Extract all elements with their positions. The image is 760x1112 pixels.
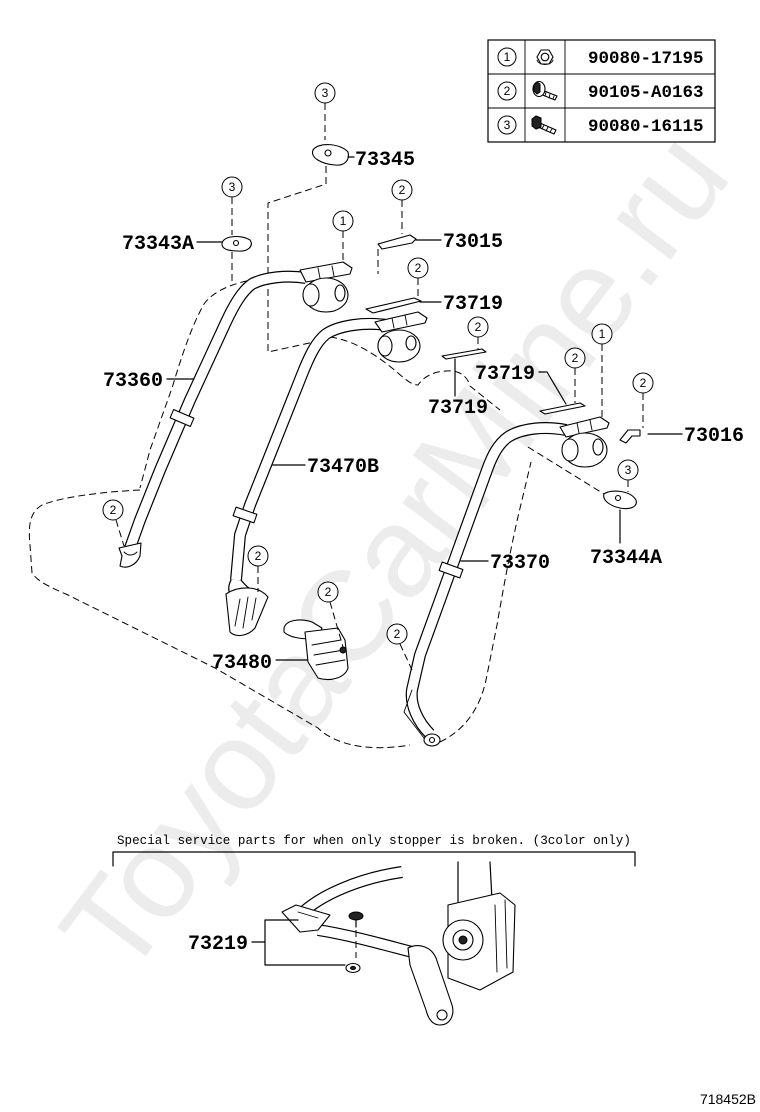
retractor-middle — [374, 311, 428, 363]
part-label: 73344A — [590, 547, 662, 570]
svg-text:1: 1 — [599, 327, 606, 341]
part-label: 73015 — [443, 231, 503, 254]
part-label: 73345 — [355, 149, 415, 172]
seat-belt-73370 — [403, 422, 568, 739]
retractor-left — [299, 261, 353, 313]
svg-text:2: 2 — [399, 183, 406, 197]
belt-anchor-73370 — [423, 733, 441, 747]
belt-anchor-73360 — [118, 542, 142, 568]
cover-73343A — [221, 235, 252, 252]
location-leader — [267, 166, 329, 353]
callout: 2 — [317, 581, 339, 603]
callout: 2 — [564, 347, 586, 369]
legend-row: 2 90105-A0163 — [497, 80, 704, 103]
svg-text:3: 3 — [504, 118, 511, 132]
bolt-with-washer-icon — [532, 80, 558, 101]
svg-text:2: 2 — [255, 549, 262, 563]
seat-belt-73470B — [230, 317, 387, 581]
bracket-73719 — [441, 348, 487, 360]
part-label: 73360 — [103, 370, 163, 393]
svg-text:2: 2 — [394, 627, 401, 641]
part-label: 73719 — [428, 397, 488, 420]
fastener-legend: 1 90080-17195 2 90105-A0163 3 — [487, 39, 716, 143]
bracket-73719 — [539, 402, 586, 415]
callout: 1 — [591, 323, 613, 345]
part-label: 73470B — [307, 456, 379, 479]
label-leader-73219 — [251, 919, 346, 966]
callout: 2 — [467, 316, 489, 338]
callout: 2 — [247, 545, 269, 567]
cover-73345 — [312, 144, 349, 166]
part-label: 73016 — [684, 425, 744, 448]
callout: 3 — [617, 459, 639, 481]
stopper-73219 — [281, 904, 364, 974]
part-label: 73219 — [188, 933, 248, 956]
inset-stopper-tongue — [407, 945, 454, 1026]
callout: 2 — [632, 372, 654, 394]
svg-text:2: 2 — [504, 84, 511, 98]
svg-text:2: 2 — [572, 351, 579, 365]
belt-stopper-clip — [232, 506, 258, 524]
legend-row: 3 90080-16115 — [497, 115, 704, 137]
callout: 2 — [407, 257, 429, 279]
part-label: 73480 — [212, 652, 272, 675]
bracket-73016 — [619, 429, 641, 444]
seat-belt-73360 — [124, 270, 307, 551]
callout: 2 — [391, 179, 413, 201]
callout: 2 — [386, 623, 408, 645]
svg-text:90080-17195: 90080-17195 — [588, 49, 704, 69]
callout: 1 — [332, 210, 354, 232]
bracket-73015 — [377, 234, 417, 250]
part-label: 73370 — [490, 552, 550, 575]
retractor-right — [559, 416, 610, 468]
service-note: Special service parts for when only stop… — [117, 834, 631, 848]
cover-73344A — [603, 490, 637, 510]
svg-text:2: 2 — [640, 376, 647, 390]
callout-leaders — [115, 103, 644, 671]
inset-retractor — [442, 861, 516, 991]
svg-text:2: 2 — [475, 320, 482, 334]
bolt-icon — [531, 115, 557, 135]
inset-bracket — [112, 851, 636, 867]
callout: 2 — [102, 499, 124, 521]
legend-row: 1 90080-17195 — [497, 47, 704, 69]
callout: 3 — [314, 82, 336, 104]
part-label: 73719 — [475, 363, 535, 386]
label-leaders — [166, 156, 683, 661]
svg-text:1: 1 — [504, 50, 511, 64]
svg-text:2: 2 — [415, 261, 422, 275]
seat-outline — [28, 278, 605, 749]
svg-text:3: 3 — [322, 86, 329, 100]
belt-stopper-clip — [169, 409, 195, 427]
svg-text:90105-A0163: 90105-A0163 — [588, 83, 704, 103]
svg-text:3: 3 — [229, 180, 236, 194]
buckle-73480 — [283, 619, 349, 681]
callout: 3 — [221, 176, 243, 198]
part-label: 73719 — [443, 293, 503, 316]
svg-text:3: 3 — [625, 463, 632, 477]
figure-id: 718452B — [700, 1091, 756, 1107]
svg-text:2: 2 — [325, 585, 332, 599]
bracket-73719 — [365, 297, 422, 314]
svg-text:1: 1 — [340, 214, 347, 228]
belt-stopper-clip — [438, 561, 464, 579]
nut-icon — [536, 49, 554, 65]
belt-anchor-73470B — [225, 579, 269, 637]
svg-text:2: 2 — [110, 503, 117, 517]
part-label: 73343A — [122, 233, 194, 256]
svg-text:90080-16115: 90080-16115 — [588, 117, 704, 137]
